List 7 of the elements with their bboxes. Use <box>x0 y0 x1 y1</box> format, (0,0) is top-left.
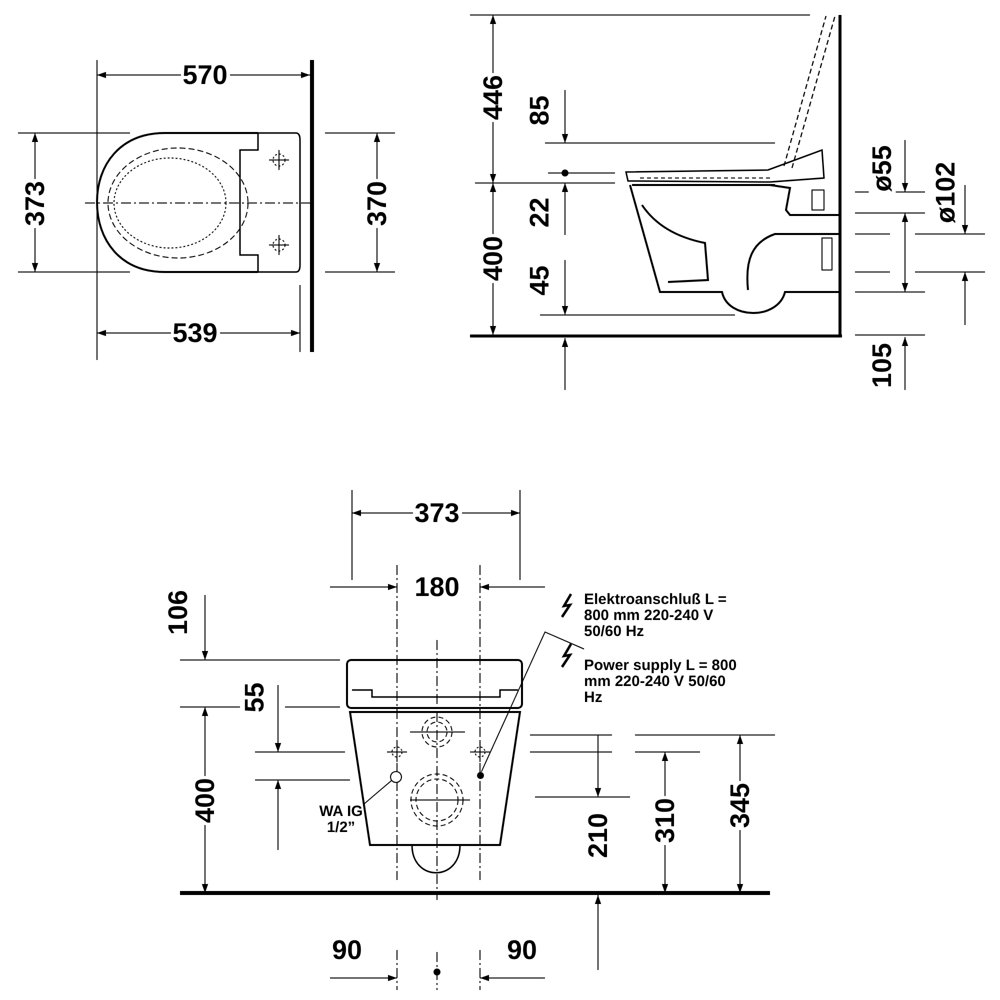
power-supply-note: Elektroanschluß L = 800 mm 220-240 V 50/60 Hz <box>584 592 728 640</box>
connection-note: WA IG 1/2” <box>318 804 364 836</box>
leader-line <box>480 631 584 772</box>
power-supply-note: Power supply L = 800 mm 220-240 V 50/60 Hz <box>584 658 738 706</box>
leader-line <box>364 780 392 804</box>
power-connection-point <box>476 772 484 778</box>
water-connection-hole <box>390 771 402 783</box>
